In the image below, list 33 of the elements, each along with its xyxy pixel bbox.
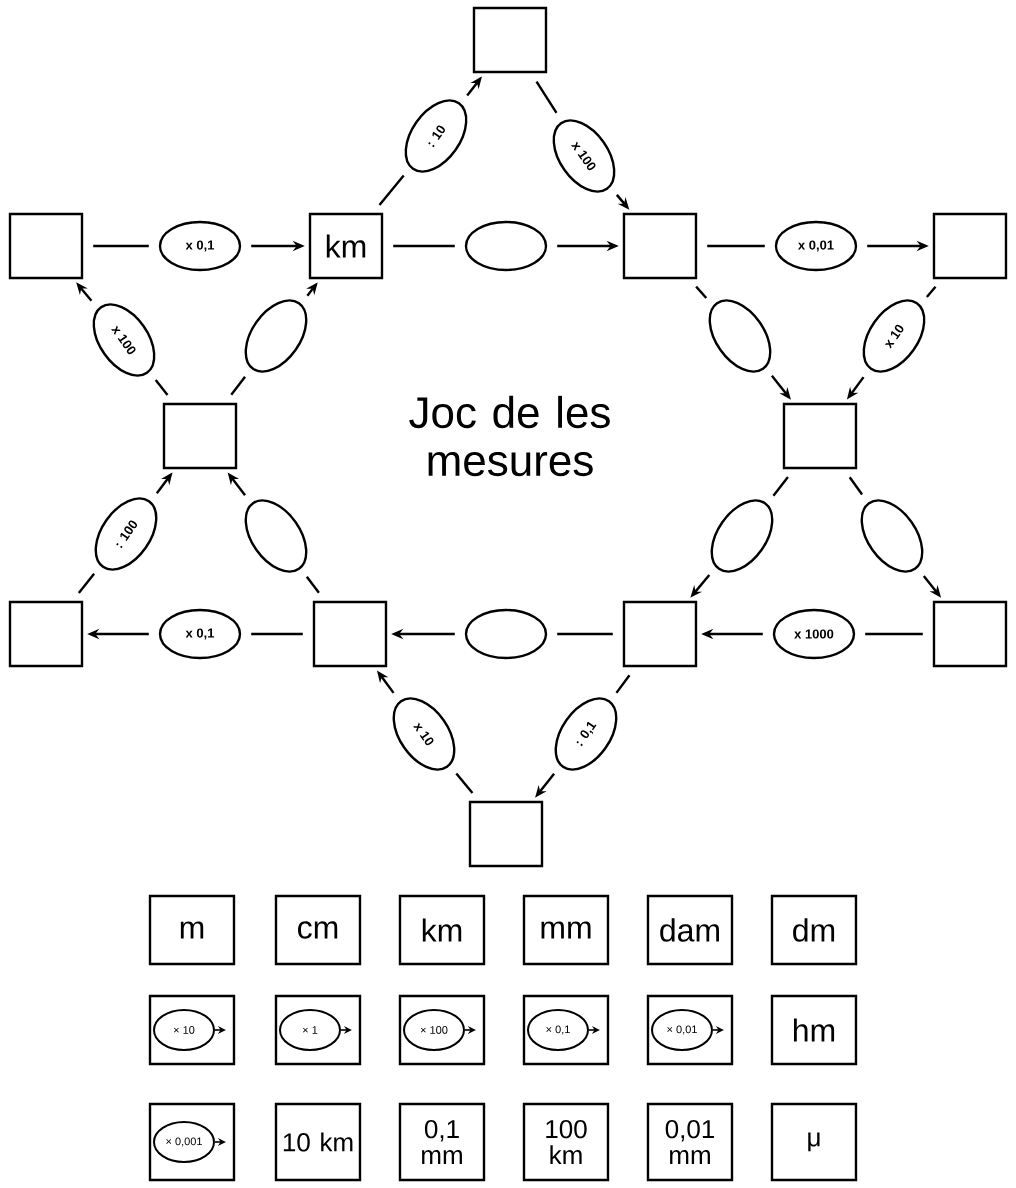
- unit-box: [162, 402, 238, 470]
- unit-box: [472, 6, 548, 74]
- unit-card: km: [398, 894, 486, 966]
- unit-card: 10 km: [274, 1102, 362, 1182]
- factor-oval: [464, 220, 548, 272]
- unit-card: m: [148, 894, 236, 966]
- unit-box: [932, 600, 1008, 668]
- unit-card: dm: [770, 894, 858, 966]
- unit-card: μ: [770, 1102, 858, 1182]
- unit-box: [782, 402, 858, 470]
- unit-card: dam: [646, 894, 734, 966]
- factor-card: [398, 994, 486, 1066]
- unit-card: 0,1 mm: [398, 1102, 486, 1182]
- unit-card: hm: [770, 994, 858, 1066]
- factor-card: [522, 994, 610, 1066]
- unit-box: km: [308, 212, 384, 280]
- factor-card: [148, 1102, 236, 1182]
- unit-card: 100 km: [522, 1102, 610, 1182]
- unit-card: cm: [274, 894, 362, 966]
- unit-box: [468, 800, 544, 868]
- unit-card: mm: [522, 894, 610, 966]
- unit-box: [622, 600, 698, 668]
- unit-box: [932, 212, 1008, 280]
- factor-card: [148, 994, 236, 1066]
- unit-box: [8, 600, 84, 668]
- unit-box: [312, 600, 388, 668]
- unit-box: [622, 212, 698, 280]
- factor-card: [646, 994, 734, 1066]
- unit-box: [8, 212, 84, 280]
- unit-card: 0,01 mm: [646, 1102, 734, 1182]
- factor-oval: [464, 608, 548, 660]
- title: Joc de les mesures: [409, 395, 610, 477]
- factor-card: [274, 994, 362, 1066]
